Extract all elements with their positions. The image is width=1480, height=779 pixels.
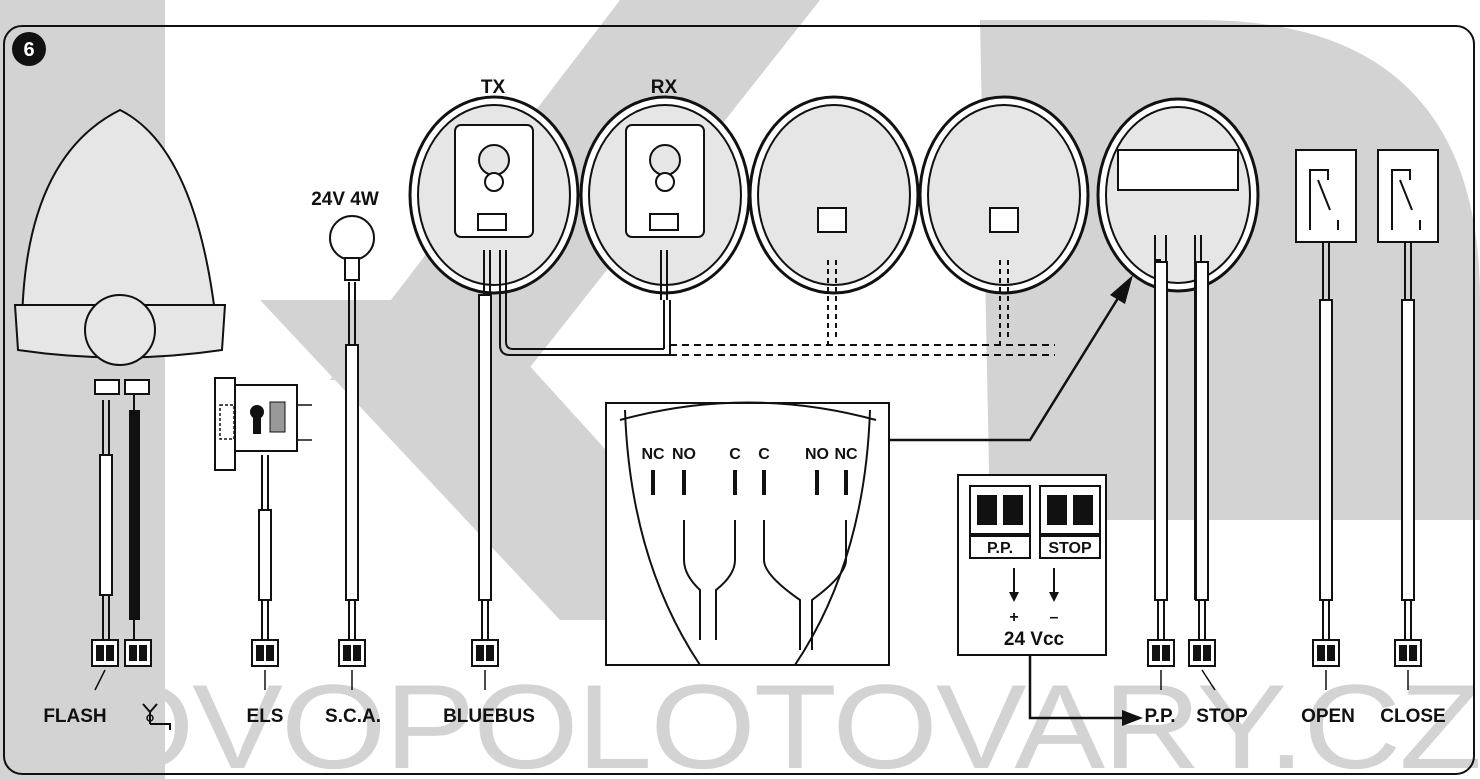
close-switch [1377, 149, 1439, 640]
terminal-blocks [91, 639, 1422, 691]
box-minus-sign: – [1050, 609, 1059, 626]
box-voltage: 24 Vcc [1004, 629, 1065, 650]
contact-nc-left: NC [641, 446, 665, 463]
figure-number: 6 [23, 39, 34, 61]
terminal-block-pp [1147, 639, 1175, 667]
figure-number-badge: 6 [12, 32, 46, 66]
flashing-light [13, 108, 227, 640]
els-key-selector [214, 377, 312, 640]
antenna-icon [142, 703, 171, 730]
terminal-block-antenna [124, 639, 152, 667]
terminal-label-bluebus: BLUEBUS [443, 706, 535, 727]
rx-label: RX [651, 77, 678, 98]
terminal-label-close: CLOSE [1380, 706, 1445, 727]
figure-frame [3, 25, 1475, 775]
contact-photocell [1096, 97, 1260, 640]
terminal-block-bluebus [471, 639, 499, 667]
open-switch [1295, 149, 1357, 640]
rx-photocell: RX [579, 77, 751, 349]
contact-no-left: NO [672, 446, 696, 463]
terminal-label-flash: FLASH [43, 706, 106, 727]
contact-c-left: C [729, 446, 741, 463]
terminal-block-stop [1188, 639, 1216, 667]
photocell-3 [748, 95, 920, 345]
terminal-label-els: ELS [247, 706, 284, 727]
contact-nc-right: NC [834, 446, 858, 463]
tx-label: TX [481, 77, 506, 98]
sca-lamp: 24V 4W [311, 189, 379, 640]
terminal-labels: FLASH ELS S.C.A. BLUEBUS P.P. STOP OPEN … [43, 703, 1446, 730]
control-terminal-box: P.P. STOP + – 24 Vcc [957, 474, 1143, 726]
contact-detail-box: NC NO C C NO NC [605, 401, 890, 666]
terminal-label-open: OPEN [1301, 706, 1355, 727]
terminal-block-open [1312, 639, 1340, 667]
terminal-label-sca: S.C.A. [325, 706, 381, 727]
terminal-block-close [1394, 639, 1422, 667]
box-stop-label: STOP [1048, 540, 1092, 557]
terminal-block-flash [91, 639, 119, 667]
lamp-label: 24V 4W [311, 189, 379, 210]
contact-c-right: C [758, 446, 770, 463]
box-pp-label: P.P. [987, 540, 1013, 557]
terminal-block-sca [338, 639, 366, 667]
terminal-label-pp: P.P. [1144, 706, 1175, 727]
box-plus-sign: + [1009, 609, 1018, 626]
terminal-label-stop: STOP [1196, 706, 1248, 727]
watermark-text: KOVOPOLOTOVARY.CZ [0, 660, 1480, 779]
detail-pointer-arrow [890, 275, 1133, 442]
photocell-4 [918, 95, 1090, 345]
tx-photocell: TX [408, 77, 671, 640]
terminal-block-els [251, 639, 279, 667]
contact-no-right: NO [805, 446, 829, 463]
dashed-bus-lines [670, 344, 1055, 356]
